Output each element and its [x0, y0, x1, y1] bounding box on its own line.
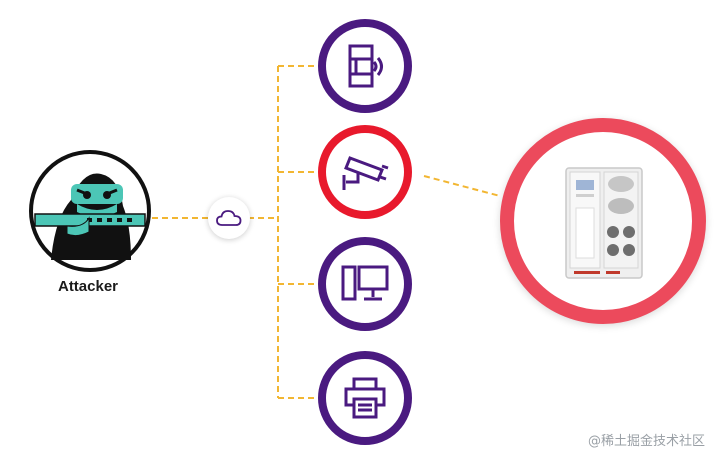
device-printer — [318, 351, 412, 445]
cloud-icon — [216, 210, 242, 226]
attacker-label: Attacker — [57, 278, 119, 295]
attacker-avatar — [27, 148, 153, 274]
desktop-computer-icon — [341, 265, 389, 301]
hacker-icon — [29, 150, 151, 272]
device-desktop-computer — [318, 237, 412, 331]
device-rfid-reader — [318, 19, 412, 113]
printer-icon — [344, 377, 386, 419]
security-camera-icon — [342, 156, 389, 190]
cloud-node — [208, 197, 250, 239]
camera-target-link — [423, 175, 501, 197]
rfid-reader-icon — [348, 44, 383, 88]
watermark-text: @稀土掘金技术社区 — [587, 434, 705, 449]
target-node — [500, 118, 706, 324]
device-security-camera — [318, 125, 412, 219]
server-rack-icon — [565, 167, 643, 279]
